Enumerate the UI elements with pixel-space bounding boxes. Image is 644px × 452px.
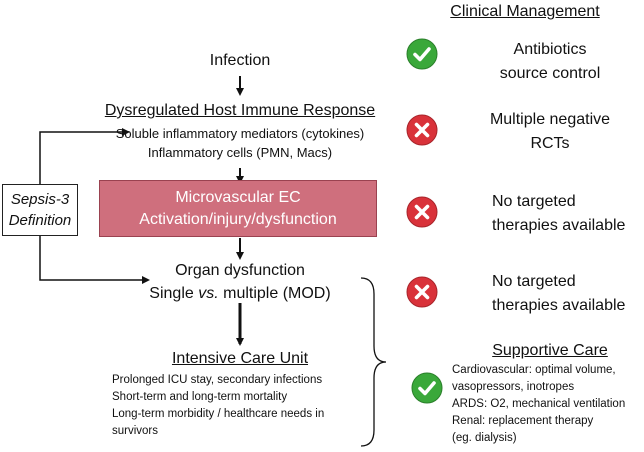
management-row-4-line-1: No targeted (492, 273, 576, 290)
ec-line-2: Activation/injury/dysfunction (139, 211, 337, 228)
sepsis-line-1: Sepsis-3 (10, 191, 70, 208)
microvascular-ec-box: Microvascular EC Activation/injury/dysfu… (99, 180, 377, 237)
supportive-item: Cardiovascular: optimal volume, (452, 364, 616, 376)
management-row-4: No targeted therapies available (492, 272, 642, 316)
check-icon (411, 372, 443, 404)
icu-item: Short-term and long-term mortality (112, 391, 288, 403)
management-row-3: No targeted therapies available (492, 192, 642, 236)
icu-item: Long-term morbidity / healthcare needs i… (112, 408, 325, 420)
host-response-line-1: Soluble inflammatory mediators (cytokine… (115, 126, 365, 141)
x-icon (406, 196, 438, 228)
sepsis-line-2: Definition (8, 212, 72, 229)
sepsis-definition-box: Sepsis-3 Definition (2, 184, 78, 236)
icu-item: Prolonged ICU stay, secondary infections (112, 374, 323, 386)
management-row-1-line-2: source control (499, 65, 601, 82)
organ-vs: vs. (198, 285, 219, 302)
host-response-line-2: Inflammatory cells (PMN, Macs) (147, 145, 333, 160)
organ-dysfunction-line-1: Organ dysfunction (175, 262, 305, 279)
management-row-3-line-1: No targeted (492, 193, 576, 210)
infection-label: Infection (209, 52, 271, 69)
right-brace (360, 277, 387, 447)
management-row-1-line-1: Antibiotics (513, 41, 587, 58)
check-icon (406, 38, 438, 70)
supportive-care-title: Supportive Care (492, 342, 608, 359)
management-row-2: Multiple negative RCTs (460, 110, 640, 154)
icu-list: Prolonged ICU stay, secondary infections… (112, 372, 362, 440)
organ-single: Single (149, 285, 199, 302)
management-row-2-line-1: Multiple negative (489, 111, 611, 128)
ec-line-1: Microvascular EC (175, 189, 301, 206)
supportive-item: ARDS: O2, mechanical ventilation (452, 398, 626, 410)
supportive-item: (eg. dialysis) (452, 432, 517, 444)
host-response-title: Dysregulated Host Immune Response (104, 102, 376, 119)
management-row-3-line-2: therapies available (492, 217, 626, 234)
x-icon (406, 114, 438, 146)
supportive-item: Renal: replacement therapy (452, 415, 594, 427)
clinical-management-header: Clinical Management (450, 3, 600, 20)
organ-multiple: multiple (MOD) (218, 285, 331, 302)
icu-item: survivors (112, 425, 159, 437)
supportive-care-list: Cardiovascular: optimal volume, vasopres… (452, 362, 644, 447)
organ-dysfunction-line-2: Single vs. multiple (MOD) (120, 284, 360, 304)
icu-title: Intensive Care Unit (171, 350, 309, 367)
management-row-1: Antibiotics source control (460, 40, 640, 84)
supportive-item: vasopressors, inotropes (452, 381, 575, 393)
sepsis-bracket-bottom (39, 236, 150, 284)
management-row-4-line-2: therapies available (492, 297, 626, 314)
sepsis-bracket-top (39, 128, 130, 184)
management-row-2-line-2: RCTs (530, 135, 570, 152)
x-icon (406, 276, 438, 308)
